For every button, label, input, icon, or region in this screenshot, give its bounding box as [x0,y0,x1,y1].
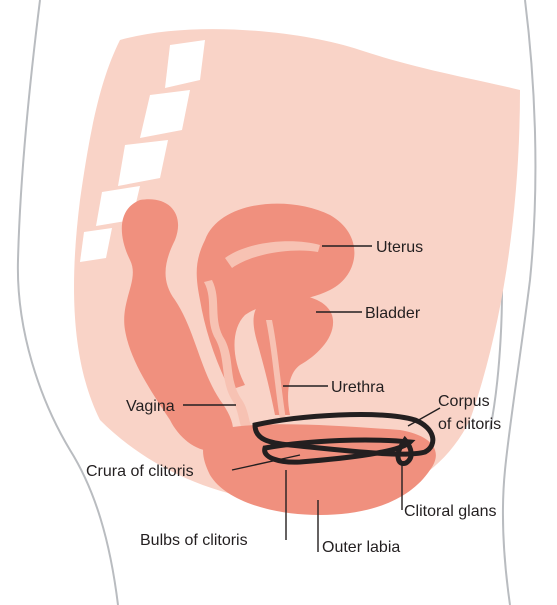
label-outer-labia: Outer labia [322,539,400,556]
label-glans: Clitoral glans [404,503,496,520]
label-corpus-line1: Corpus [438,393,490,410]
vulva-region [203,424,436,515]
label-crura: Crura of clitoris [86,463,194,480]
label-urethra: Urethra [331,379,384,396]
label-uterus: Uterus [376,239,423,256]
label-corpus-line2: of clitoris [438,416,501,433]
label-bladder: Bladder [365,305,421,322]
label-bulbs: Bulbs of clitoris [140,532,248,549]
label-vagina: Vagina [126,398,175,415]
